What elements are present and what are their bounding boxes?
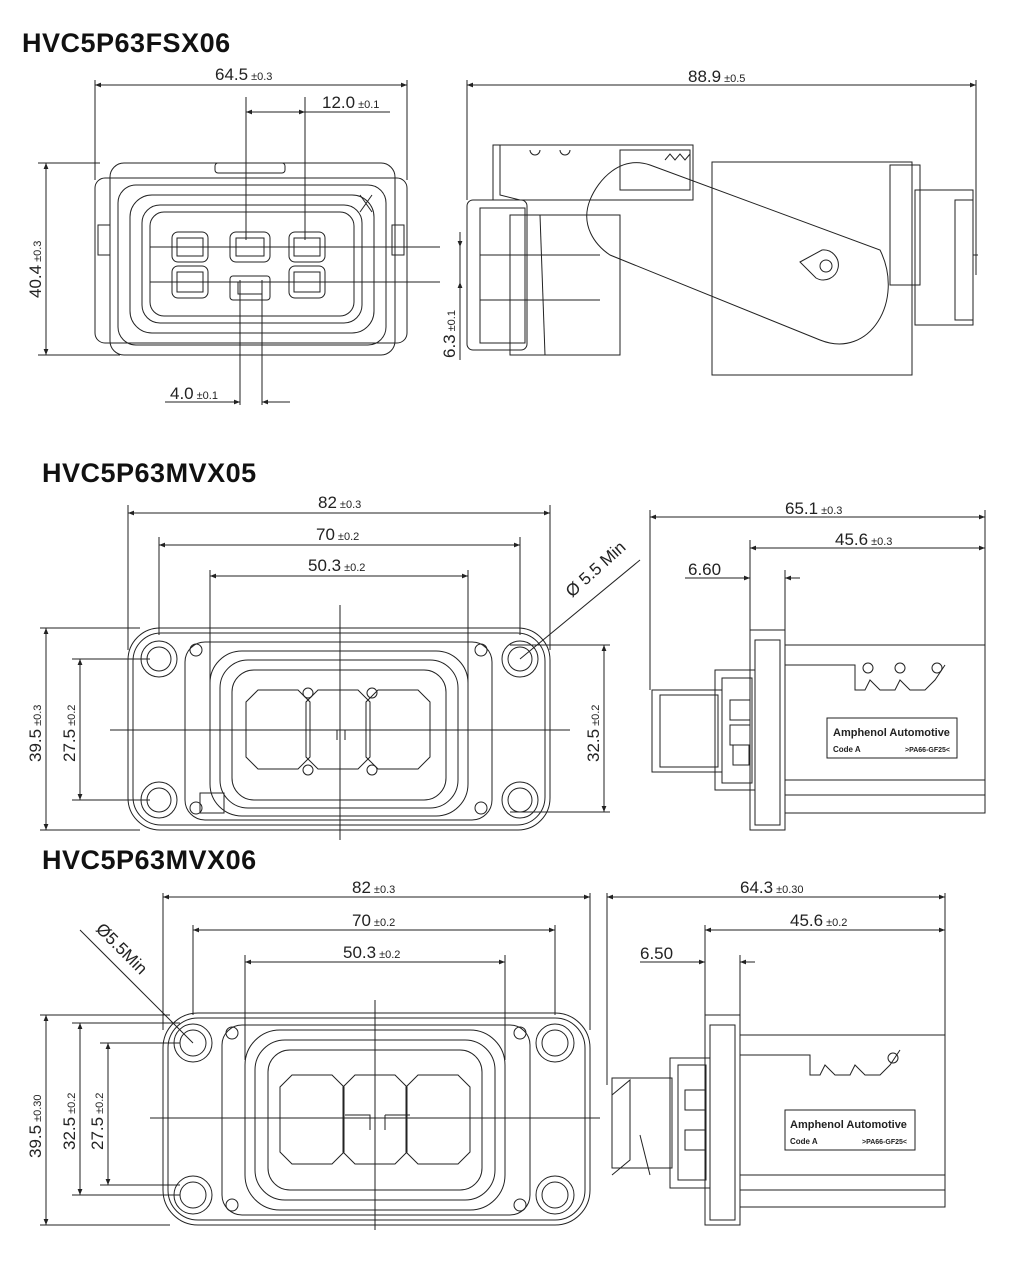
mvx06-front-view — [40, 893, 600, 1230]
dim-mvx05-82: 82±0.3 — [318, 493, 361, 512]
dim-mvx05-70: 70±0.2 — [316, 525, 359, 544]
dim-fsx06-length: 88.9±0.5 — [688, 67, 745, 86]
title-mvx05: HVC5P63MVX05 — [42, 458, 257, 488]
label-mvx06-code: Code A — [790, 1137, 818, 1146]
label-mvx06-material: >PA66-GF25< — [862, 1139, 907, 1146]
label-mvx05-material: >PA66-GF25< — [905, 747, 950, 754]
dim-fsx06-pitch: 12.0±0.1 — [322, 93, 379, 112]
dim-mvx06-70: 70±0.2 — [352, 911, 395, 930]
dim-mvx06-hole: Ø5.5Min — [92, 919, 151, 978]
fsx06-side-view — [466, 80, 978, 376]
mvx05-front-view — [40, 505, 641, 840]
dim-mvx05-651: 65.1±0.3 — [785, 499, 842, 518]
dim-fsx06-small: 6.3±0.1 — [440, 310, 459, 358]
dim-mvx06-456: 45.6±0.2 — [790, 911, 847, 930]
dim-mvx05-325: 32.5±0.2 — [584, 705, 603, 762]
dim-mvx06-275: 27.5±0.2 — [88, 1093, 107, 1150]
dim-fsx06-width: 64.5±0.3 — [215, 65, 272, 84]
dim-fsx06-pin: 4.0±0.1 — [170, 384, 218, 403]
dimension-lines — [43, 82, 985, 1225]
mvx05-side-view — [649, 510, 986, 831]
label-mvx05-brand: Amphenol Automotive — [833, 727, 950, 739]
mvx06-side-view — [606, 893, 946, 1226]
dim-mvx05-395: 39.5±0.3 — [26, 705, 45, 762]
dim-mvx06-395: 39.5±0.30 — [26, 1094, 45, 1158]
dim-mvx06-325: 32.5±0.2 — [60, 1093, 79, 1150]
fsx06-front-view — [38, 80, 440, 405]
dim-fsx06-height: 40.4±0.3 — [26, 241, 45, 298]
dim-mvx06-650: 6.50 — [640, 944, 673, 963]
dim-mvx06-82: 82±0.3 — [352, 878, 395, 897]
dim-mvx06-503: 50.3±0.2 — [343, 943, 400, 962]
title-mvx06: HVC5P63MVX06 — [42, 845, 257, 875]
dim-mvx05-456: 45.6±0.3 — [835, 530, 892, 549]
dim-mvx05-hole: Ø 5.5 Min — [562, 538, 629, 601]
dimension-labels: 64.5±0.3 12.0±0.1 40.4±0.3 6.3±0.1 4.0±0… — [26, 65, 950, 1158]
dim-mvx05-660: 6.60 — [688, 560, 721, 579]
label-mvx06-brand: Amphenol Automotive — [790, 1119, 907, 1131]
label-mvx05-code: Code A — [833, 745, 861, 754]
dim-mvx05-503: 50.3±0.2 — [308, 556, 365, 575]
dim-mvx06-643: 64.3±0.30 — [740, 878, 804, 897]
dim-mvx05-275: 27.5±0.2 — [60, 705, 79, 762]
title-fsx06: HVC5P63FSX06 — [22, 28, 231, 58]
